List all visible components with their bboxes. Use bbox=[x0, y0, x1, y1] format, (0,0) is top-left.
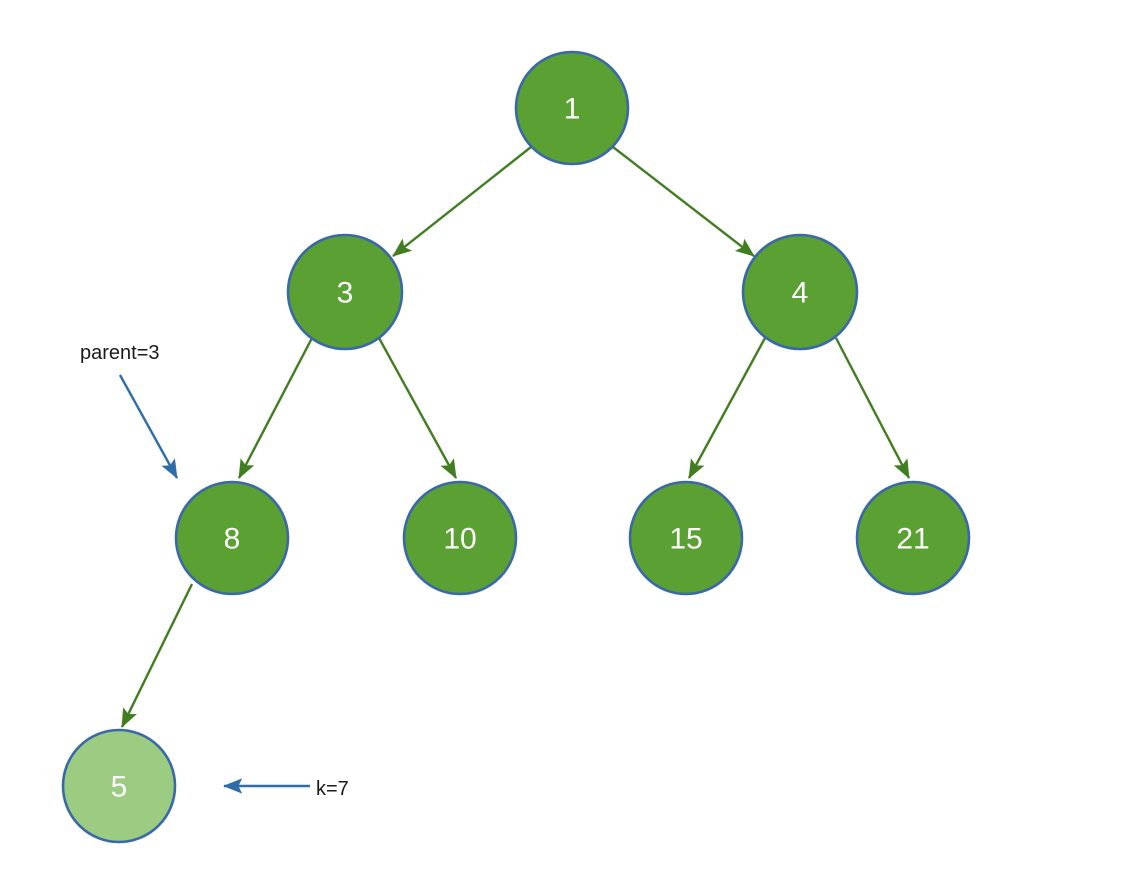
tree-node-10[interactable]: 10 bbox=[402, 480, 518, 596]
node-label-4: 4 bbox=[792, 277, 809, 310]
tree-edge-n1-to-n4 bbox=[612, 146, 755, 257]
node-circle-3[interactable] bbox=[286, 233, 404, 351]
tree-edge-n3-to-n10 bbox=[377, 337, 458, 479]
tree-node-21[interactable]: 21 bbox=[855, 480, 971, 596]
nodes-layer: 1 3 4 8 10 15 21 5 bbox=[61, 50, 971, 844]
tree-edge-n4-to-n21 bbox=[834, 337, 911, 479]
edges-layer bbox=[120, 146, 911, 728]
node-circle-10[interactable] bbox=[402, 480, 518, 596]
annotation-label-a-k: k=7 bbox=[316, 778, 349, 800]
annotations-layer: parent=3 k=7 bbox=[80, 342, 349, 800]
node-circle-8[interactable] bbox=[174, 480, 290, 596]
node-label-1: 1 bbox=[564, 93, 581, 126]
node-circle-15[interactable] bbox=[628, 480, 744, 596]
node-label-10: 10 bbox=[443, 523, 476, 556]
node-label-8: 8 bbox=[224, 523, 241, 556]
node-circle-21[interactable] bbox=[855, 480, 971, 596]
tree-edge-n1-to-n3 bbox=[392, 146, 532, 257]
node-circle-5[interactable] bbox=[61, 728, 177, 844]
tree-node-3[interactable]: 3 bbox=[286, 233, 404, 351]
node-label-15: 15 bbox=[669, 523, 702, 556]
tree-node-4[interactable]: 4 bbox=[741, 233, 859, 351]
node-label-21: 21 bbox=[896, 523, 929, 556]
node-circle-4[interactable] bbox=[741, 233, 859, 351]
annotation-a-parent: parent=3 bbox=[80, 342, 179, 479]
annotation-a-k: k=7 bbox=[223, 778, 349, 800]
annotation-label-a-parent: parent=3 bbox=[80, 342, 160, 364]
node-label-3: 3 bbox=[337, 277, 354, 310]
tree-node-8[interactable]: 8 bbox=[174, 480, 290, 596]
node-label-5: 5 bbox=[111, 771, 128, 804]
node-circle-1[interactable] bbox=[514, 50, 630, 166]
tree-edge-n8-to-n5 bbox=[120, 583, 194, 728]
tree-edge-n4-to-n15 bbox=[687, 337, 767, 479]
tree-node-5[interactable]: 5 bbox=[61, 728, 177, 844]
tree-edge-n3-to-n8 bbox=[237, 337, 314, 479]
tree-node-1[interactable]: 1 bbox=[514, 50, 630, 166]
annotation-arrow-a-parent bbox=[118, 374, 179, 479]
tree-node-15[interactable]: 15 bbox=[628, 480, 744, 596]
